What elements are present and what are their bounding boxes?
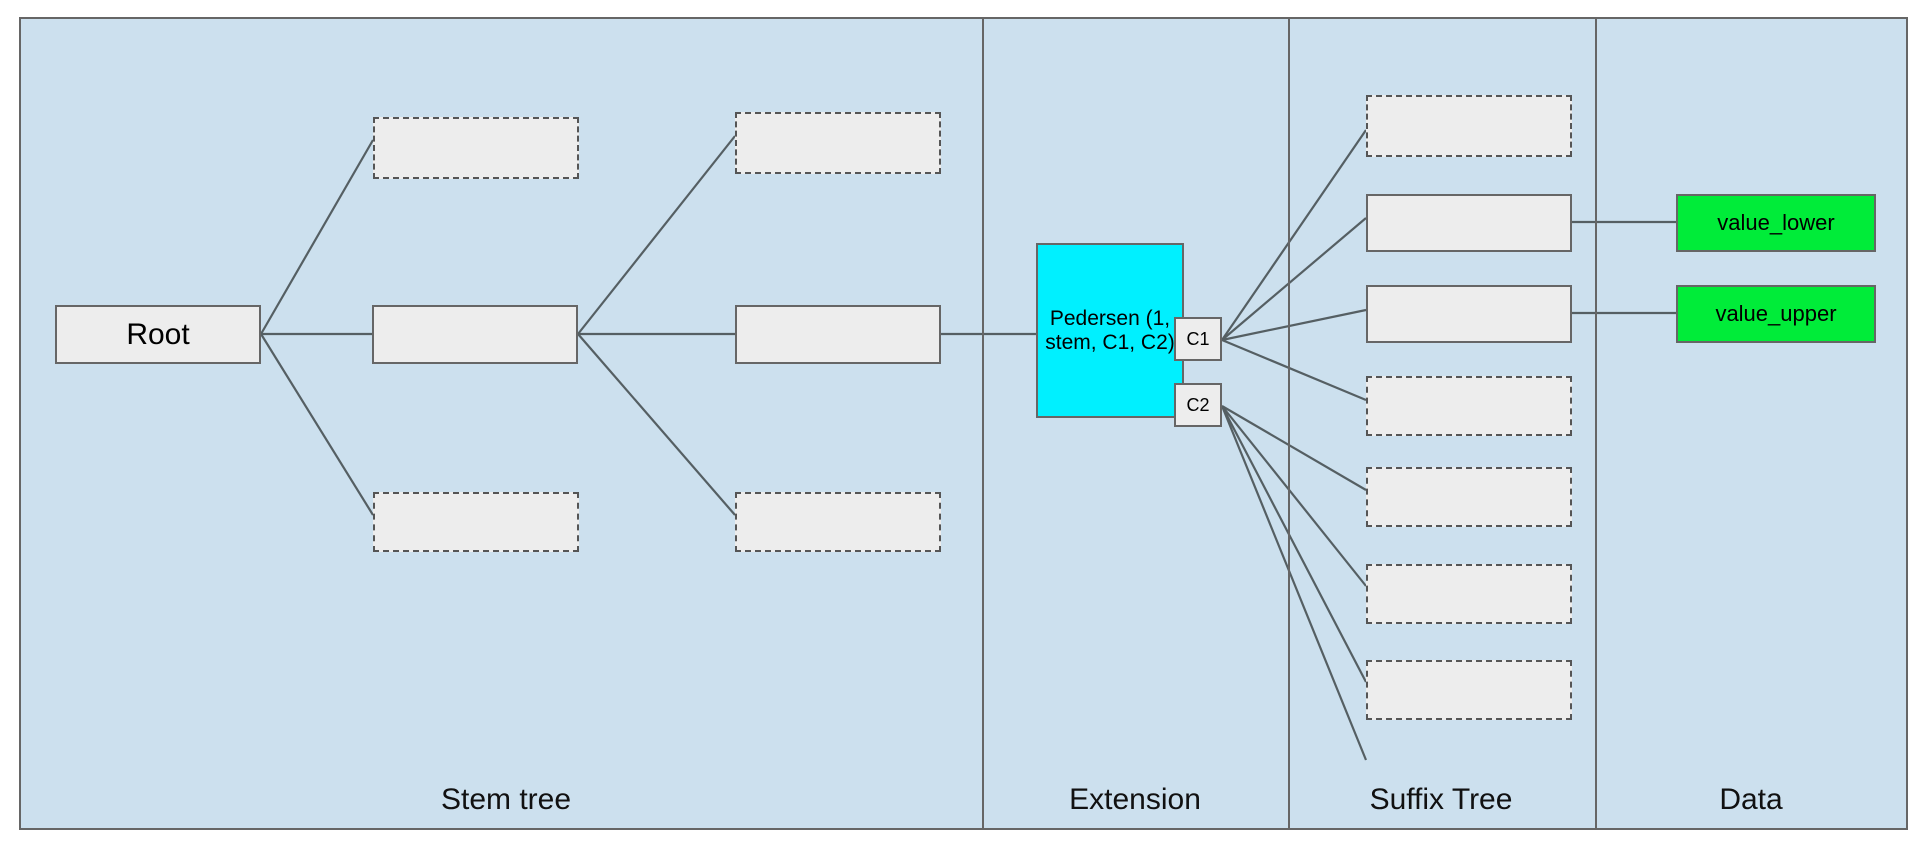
panel-caption-data: Data [1719,783,1783,816]
panel-divider-3 [1595,19,1597,828]
node-c2-label: C2 [1186,394,1210,415]
diagram-frame [19,17,1908,830]
node-root-label: Root [126,317,190,351]
node-c2[interactable]: C2 [1174,383,1222,427]
node-value-lower[interactable]: value_lower [1676,194,1876,252]
panel-divider-1 [982,19,984,828]
node-stem-l1-mid[interactable] [372,305,578,364]
node-pedersen-commitment[interactable]: Pedersen (1, stem, C1, C2) [1036,243,1184,418]
node-stem-l2-bot[interactable] [735,492,941,552]
node-stem-l2-mid[interactable] [735,305,941,364]
node-stem-l1-bot[interactable] [373,492,579,552]
node-suffix-6[interactable] [1366,564,1572,624]
node-c1[interactable]: C1 [1174,317,1222,361]
node-value-upper[interactable]: value_upper [1676,285,1876,343]
node-suffix-3[interactable] [1366,285,1572,343]
panel-divider-2 [1288,19,1290,828]
node-suffix-1[interactable] [1366,95,1572,157]
node-pedersen-label: Pedersen (1, stem, C1, C2) [1045,306,1175,354]
node-suffix-7[interactable] [1366,660,1572,720]
node-suffix-4[interactable] [1366,376,1572,436]
node-value-lower-label: value_lower [1717,209,1835,235]
node-suffix-2[interactable] [1366,194,1572,252]
node-stem-l2-top[interactable] [735,112,941,174]
node-value-upper-label: value_upper [1715,300,1837,326]
node-suffix-5[interactable] [1366,467,1572,527]
panel-caption-suffix-tree: Suffix Tree [1369,783,1513,816]
panel-caption-stem-tree: Stem tree [440,783,572,816]
panel-caption-extension: Extension [1069,783,1201,816]
node-stem-l1-top[interactable] [373,117,579,179]
node-root[interactable]: Root [55,305,261,364]
node-c1-label: C1 [1186,328,1210,349]
